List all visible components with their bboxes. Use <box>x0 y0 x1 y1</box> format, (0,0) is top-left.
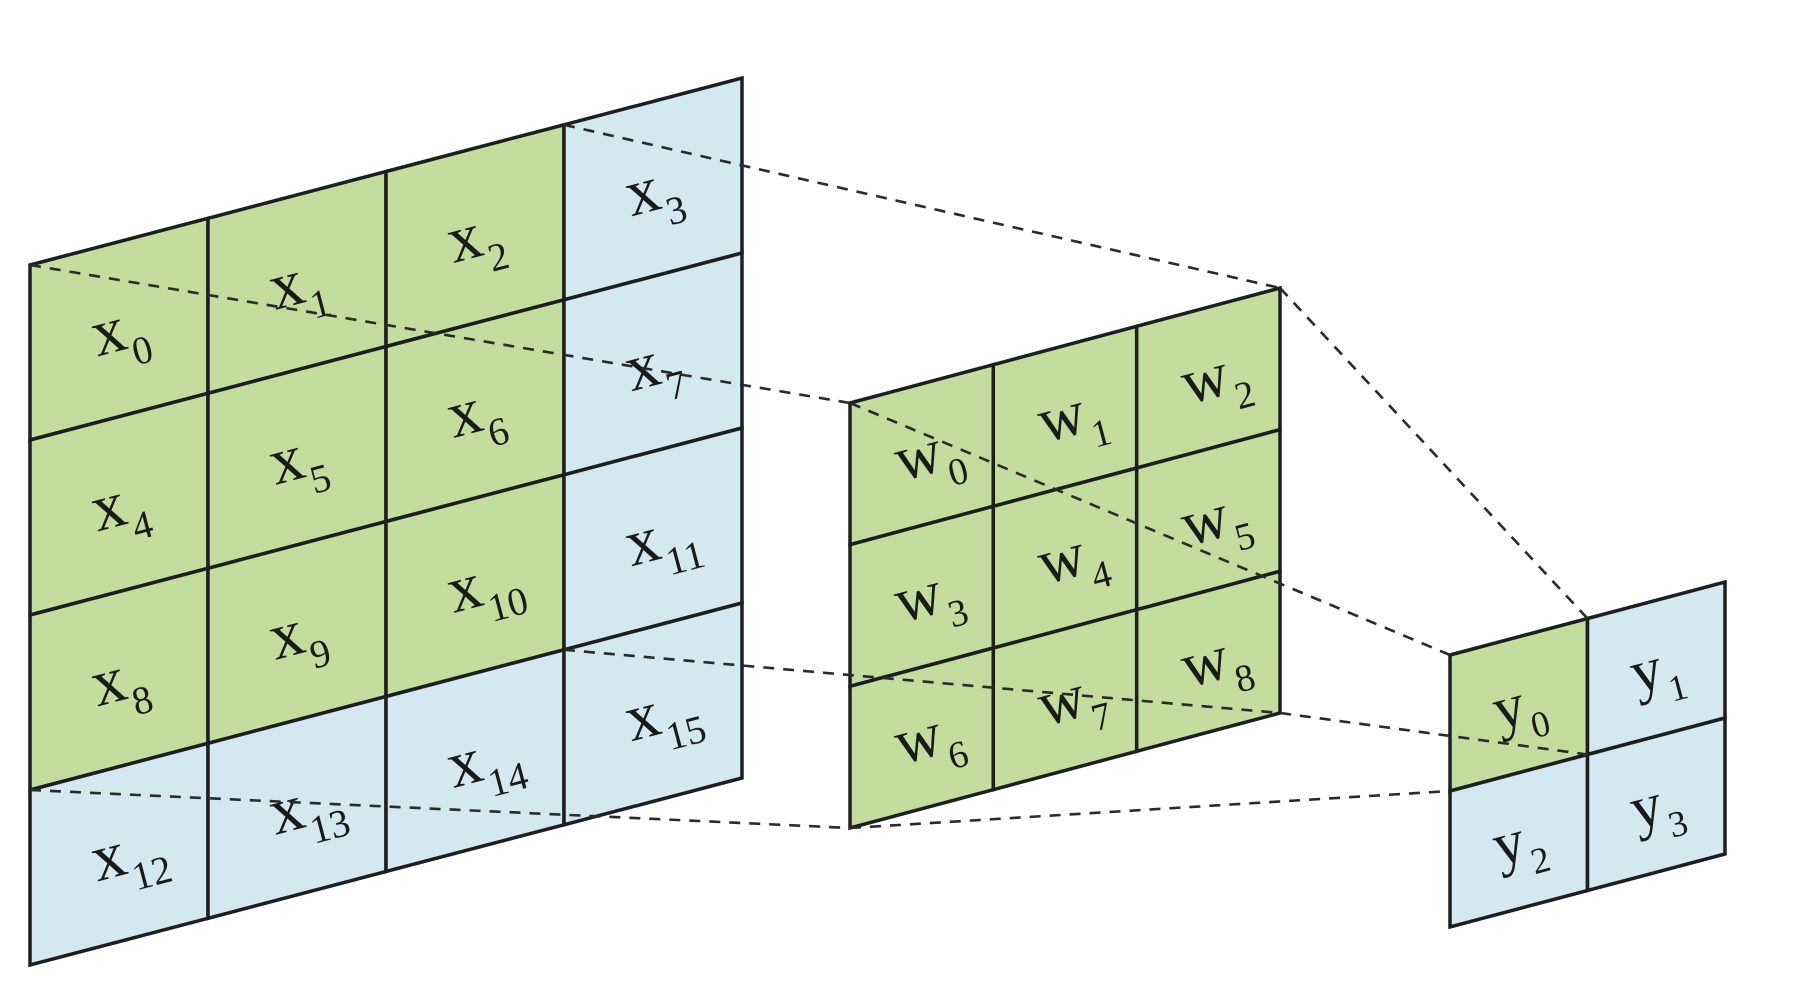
projection-line <box>849 401 1451 657</box>
input-cell-x3: x3 <box>562 75 744 303</box>
input-cell-x1: x1 <box>206 169 388 396</box>
input-cell-x15: x15 <box>562 600 744 828</box>
input-cell-label: x2 <box>439 193 514 290</box>
input-cell-x7: x7 <box>562 250 744 478</box>
input-cell-x13: x13 <box>206 694 388 921</box>
input-cell-x4: x4 <box>28 391 210 618</box>
input-cell-x11: x11 <box>562 425 744 653</box>
kernel-cell-w7: w7 <box>991 607 1139 792</box>
input-cell-x2: x2 <box>384 122 566 349</box>
projection-line <box>29 788 851 830</box>
input-cell-x6: x6 <box>384 297 566 524</box>
input-cell-x5: x5 <box>206 344 388 571</box>
input-cell-x8: x8 <box>28 566 210 793</box>
kernel-cell-w5: w5 <box>1134 427 1282 612</box>
kernel-cell-w3: w3 <box>848 504 996 689</box>
output-cell-shape <box>1585 715 1727 893</box>
output-cell-y2: y2 <box>1448 752 1590 930</box>
output-cell-y3: y3 <box>1585 715 1727 893</box>
projection-lines <box>29 123 1589 830</box>
grids-layer: x0x1x2x3x4x5x6x7x8x9x10x11x12x13x14x15w0… <box>28 75 1727 968</box>
projection-line <box>849 789 1451 830</box>
input-cell-shape <box>562 600 744 828</box>
input-cell-x9: x9 <box>206 519 388 746</box>
kernel-cell-w8: w8 <box>1134 569 1282 754</box>
projection-line <box>563 123 1281 290</box>
kernel-cell-w2: w2 <box>1134 285 1282 471</box>
output-cell-y0: y0 <box>1448 616 1590 794</box>
output-cell-y1: y1 <box>1585 579 1727 757</box>
kernel-cell-w6: w6 <box>848 645 996 831</box>
projection-line <box>1279 287 1589 620</box>
input-cell-x12: x12 <box>28 741 210 968</box>
